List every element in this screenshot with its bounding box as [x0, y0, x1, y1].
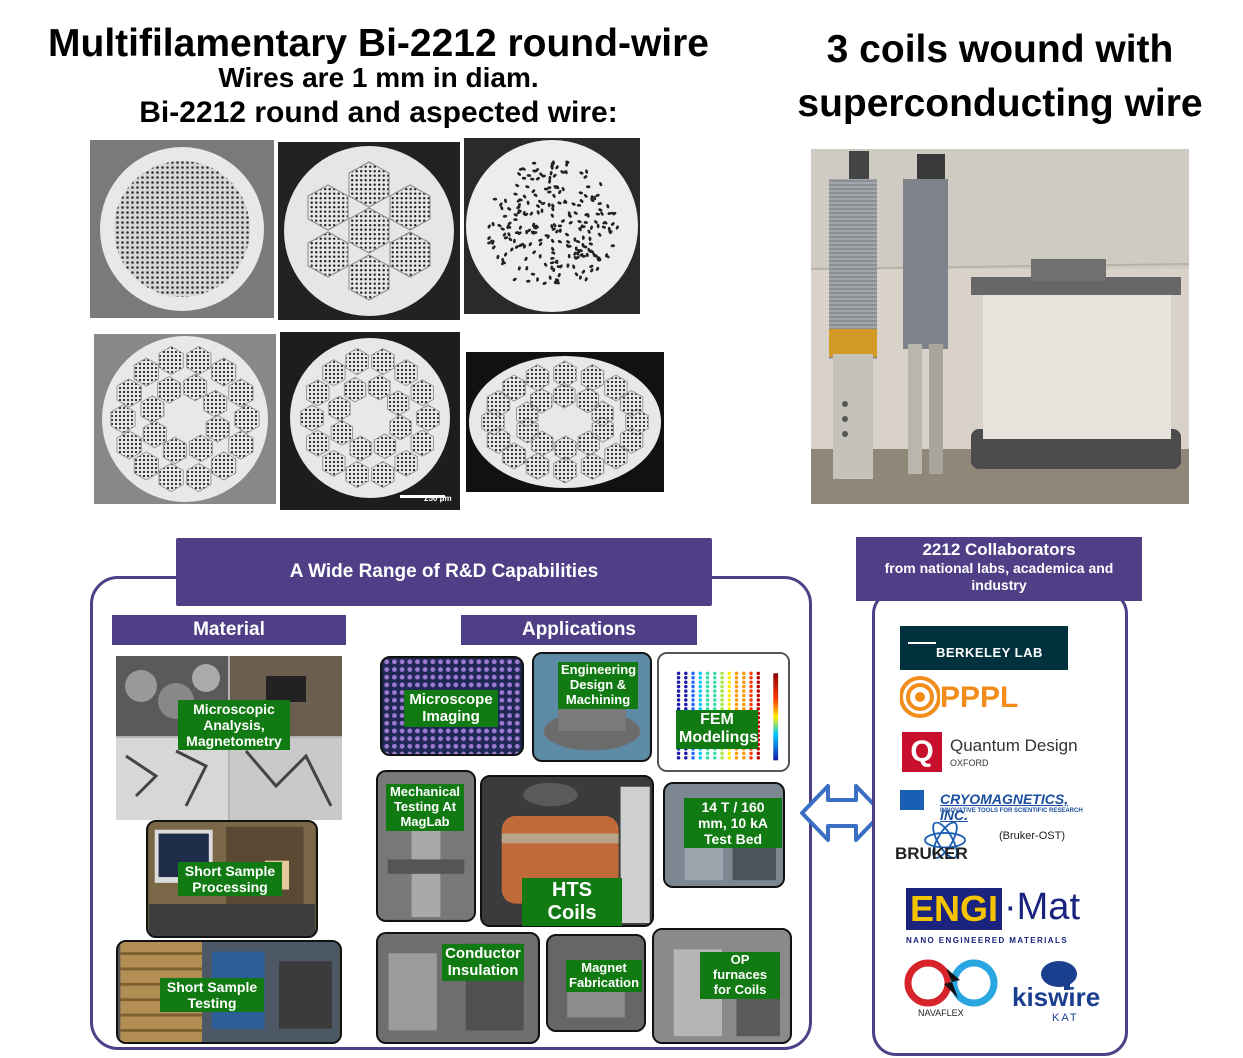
- cryomagnetics-sub: INNOVATIVE TOOLS FOR SCIENTIFIC RESEARCH: [940, 808, 1083, 814]
- test-bed-label: 14 T / 160 mm, 10 kA Test Bed: [684, 798, 782, 849]
- wire-cross-section-3: [464, 138, 640, 314]
- engimat-logo: ENGI ·Mat NANO ENGINEERED MATERIALS: [906, 886, 1102, 950]
- coils-photo: [811, 149, 1189, 504]
- op-furnaces-label: OP furnaces for Coils: [700, 952, 780, 999]
- wire-cross-section-4: [94, 334, 276, 504]
- pppl-text: PPPL: [940, 681, 1019, 714]
- cryomagnetics-x-icon: [900, 790, 924, 810]
- bruker-logo: BRUKER (Bruker-OST): [895, 822, 1095, 866]
- wire-cross-section-2: [278, 142, 460, 320]
- mechanical-testing-label: Mechanical Testing At MagLab: [386, 784, 464, 831]
- bruker-text: BRUKER: [895, 844, 968, 863]
- cryomagnetics-text: CRYOMAGNETICS, INC.: [940, 791, 1069, 823]
- kiswire-logo: kiswire KAT: [1008, 956, 1114, 1026]
- applications-header: Applications: [461, 615, 697, 645]
- quantum-oxford-text: OXFORD: [950, 758, 989, 768]
- right-title-line2: superconducting wire: [797, 82, 1203, 125]
- engimat-sub: NANO ENGINEERED MATERIALS: [906, 936, 1068, 945]
- rd-capabilities-title: A Wide Range of R&D Capabilities: [176, 538, 712, 606]
- collaborators-title: 2212 Collaborators: [922, 540, 1076, 559]
- wire-cross-section-1: [90, 140, 274, 318]
- engineering-design-label: Engineering Design & Machining: [558, 662, 638, 709]
- hts-coils-label: HTS Coils: [522, 878, 622, 926]
- scale-bar-label: 250 μm: [424, 494, 452, 503]
- berkeley-lab-logo: BERKELEY LAB: [900, 626, 1068, 670]
- cryomagnetics-logo: CRYOMAGNETICS, INC. INNOVATIVE TOOLS FOR…: [900, 788, 1090, 823]
- short-sample-testing-label: Short Sample Testing: [160, 978, 264, 1013]
- conductor-insulation-label: Conductor Insulation: [442, 944, 524, 981]
- left-subtitle-diameter: Wires are 1 mm in diam.: [218, 62, 539, 93]
- wire-cross-section-5: 250 μm: [280, 332, 460, 510]
- navaflex-text: NAVAFLEX: [918, 1008, 964, 1018]
- left-subtitle-aspected: Bi-2212 round and aspected wire:: [139, 96, 618, 129]
- wire-cross-section-6: [466, 352, 664, 492]
- fem-modelings-label: FEM Modelings: [676, 710, 758, 749]
- left-main-title: Multifilamentary Bi-2212 round-wire: [48, 22, 709, 65]
- short-sample-processing-label: Short Sample Processing: [178, 862, 282, 897]
- microscopic-analysis-label: Microscopic Analysis, Magnetometry: [178, 700, 290, 751]
- pppl-logo: PPPL: [900, 675, 1040, 719]
- magnet-fabrication-label: Magnet Fabrication: [566, 960, 642, 992]
- berkeley-lab-text: BERKELEY LAB: [936, 645, 1043, 660]
- quantum-design-text: Quantum Design: [950, 736, 1078, 755]
- kiswire-text: kiswire: [1012, 982, 1101, 1012]
- collaborators-subtitle: from national labs, academica and indust…: [884, 560, 1114, 593]
- engi-text: ENGI: [906, 888, 1003, 930]
- quantum-q-icon: Q: [902, 732, 942, 772]
- material-header: Material: [112, 615, 346, 645]
- right-title-line1: 3 coils wound with: [826, 28, 1174, 71]
- kat-text: KAT: [1052, 1012, 1079, 1024]
- microscopic-analysis-photo: [116, 656, 342, 820]
- quantum-design-logo: Q Quantum Design OXFORD: [900, 730, 1090, 774]
- bruker-ost-note: (Bruker-OST): [999, 830, 1065, 842]
- navaflex-logo: NAVAFLEX: [900, 958, 1004, 1022]
- collaborators-header: 2212 Collaborators from national labs, a…: [856, 537, 1142, 601]
- mat-text: ·Mat: [1004, 886, 1080, 928]
- microscope-imaging-label: Microscope Imaging: [404, 690, 498, 727]
